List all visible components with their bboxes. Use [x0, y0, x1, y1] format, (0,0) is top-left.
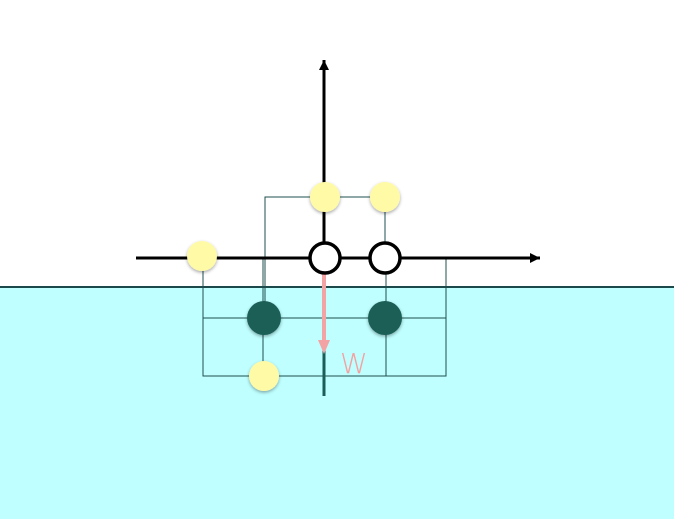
yellow-node-3[interactable]	[370, 182, 400, 212]
open-node-2[interactable]	[368, 241, 402, 275]
w-vector-head	[318, 340, 330, 354]
yellow-node-1[interactable]	[187, 241, 217, 271]
water-region	[0, 287, 674, 519]
dark-node-1[interactable]	[247, 301, 281, 335]
open-node-1[interactable]	[308, 241, 342, 275]
yellow-node-4[interactable]	[249, 361, 279, 391]
yellow-node-2[interactable]	[310, 182, 340, 212]
dark-node-2[interactable]	[368, 301, 402, 335]
w-vector-label: W	[340, 347, 368, 380]
